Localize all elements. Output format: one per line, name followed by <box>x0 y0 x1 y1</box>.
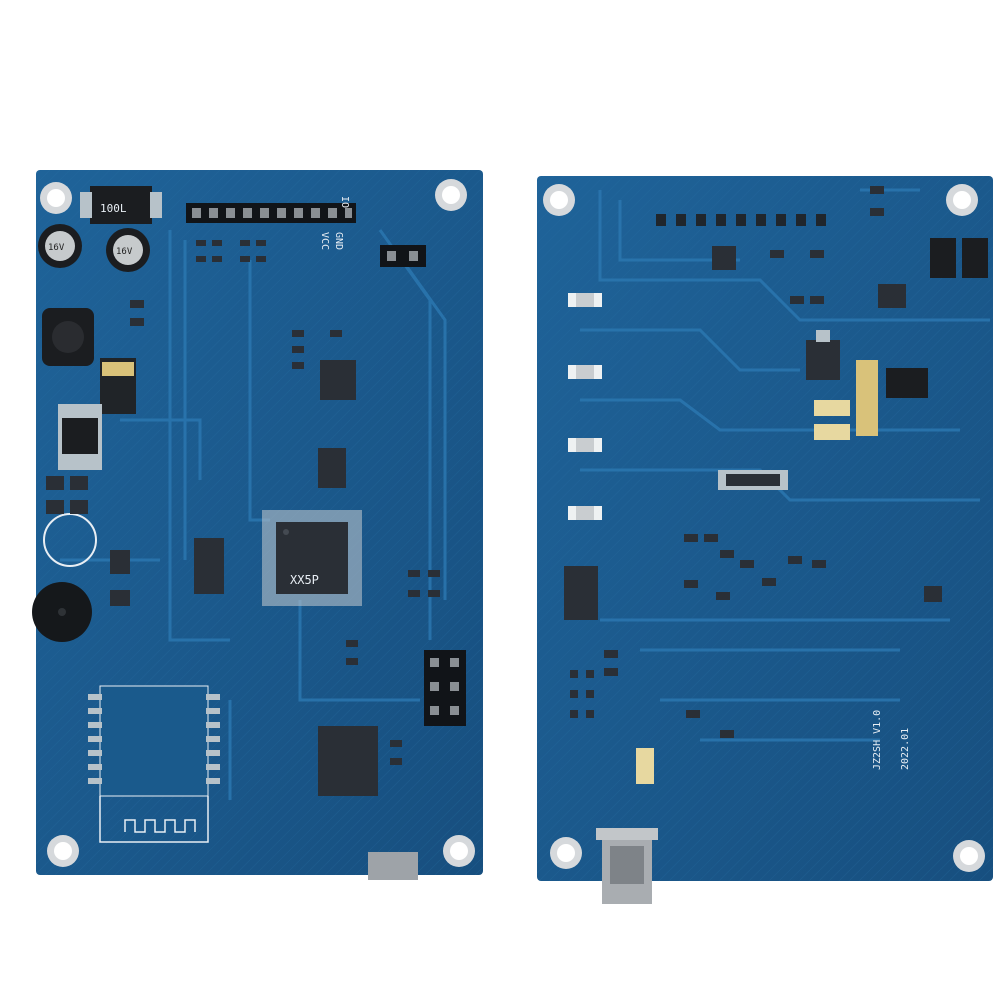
back-mini-usb-port <box>596 828 658 904</box>
back-soic-chip <box>564 566 598 620</box>
vcc-label: VCC <box>319 232 330 250</box>
front-small-transistors <box>46 476 130 606</box>
back-side-leds <box>568 293 602 520</box>
electrolytic-capacitor-right: 16V <box>106 228 150 272</box>
gnd-label: GND <box>333 232 344 250</box>
front-mounting-holes <box>40 179 475 867</box>
back-header-pads <box>656 214 826 226</box>
back-regulator-cluster <box>712 238 988 440</box>
back-passives <box>570 186 942 738</box>
power-inductor: 100L <box>80 186 162 224</box>
back-yellow-led <box>636 748 654 784</box>
jumper-header <box>380 245 426 267</box>
front-passives <box>130 240 440 765</box>
back-board: JZ2SH V1.0 2022.01 <box>537 176 993 904</box>
version-label: JZ2SH V1.0 <box>872 710 883 770</box>
header-label: IO <box>339 196 350 208</box>
pcb-antenna <box>124 819 196 833</box>
date-label: 2022.01 <box>900 728 911 770</box>
mcu-marking: XX5P <box>290 573 319 587</box>
front-board: IO GND VCC 100L 16V 16V <box>32 170 483 880</box>
tssop-chip <box>318 726 378 796</box>
back-mounting-holes <box>543 184 985 872</box>
cap-label-left: 16V <box>48 243 65 253</box>
soic-chip-top <box>320 360 356 400</box>
electrolytic-capacitor-left: 16V <box>38 224 82 268</box>
main-mcu-chip: XX5P <box>262 510 362 606</box>
front-usb-port <box>368 852 418 880</box>
cap-label-right: 16V <box>116 247 133 257</box>
wireless-module-footprint <box>88 685 220 843</box>
inductor-marking: 100L <box>100 202 127 215</box>
sot-chip <box>318 448 346 488</box>
pin-header-10pin <box>186 203 356 223</box>
soic-chip-left <box>194 538 224 594</box>
